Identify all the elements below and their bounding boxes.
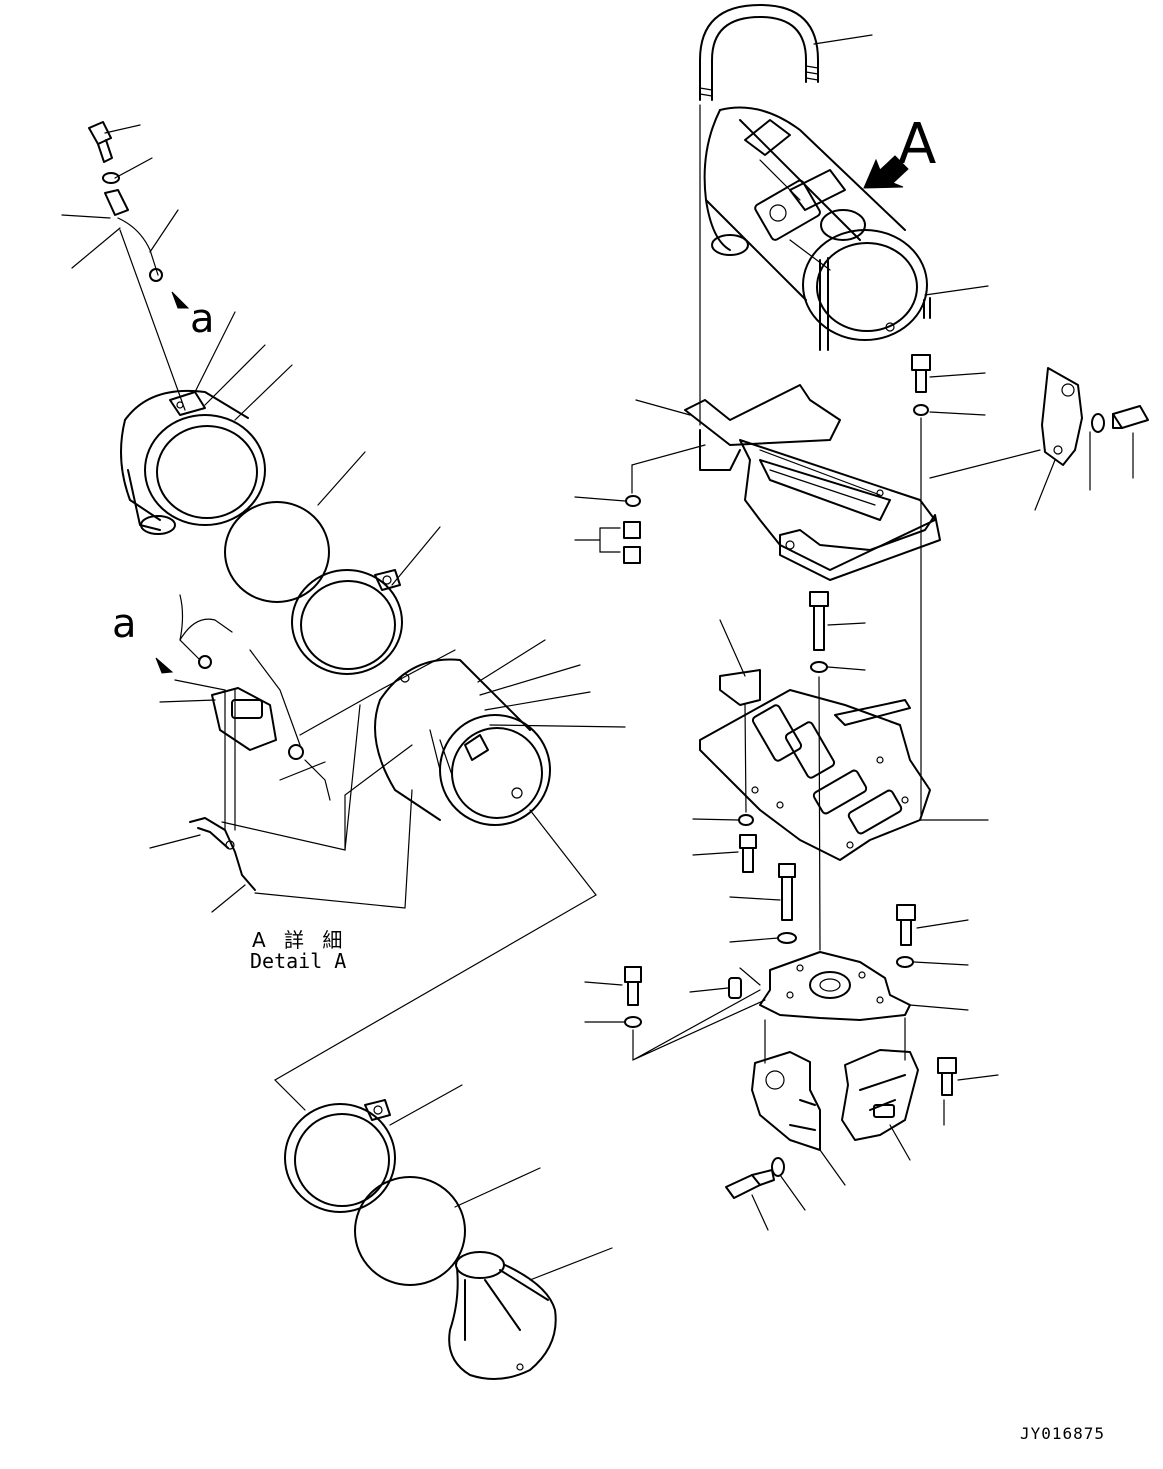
inlet-section-cylinder [120, 389, 266, 535]
filter-section-cylinder [374, 658, 551, 826]
dpf-muffler-assembly [703, 106, 931, 351]
side-plate-bracket [1041, 367, 1149, 466]
outlet-cone [448, 1251, 557, 1380]
hardware-set-middle [738, 591, 829, 944]
view-label-A: A [898, 112, 937, 177]
view-direction-arrow [863, 155, 909, 189]
reference-label-a-lower: a [112, 601, 137, 647]
sensor-control-unit [155, 594, 331, 801]
clamp-band-lower [284, 1099, 396, 1213]
gasket-ring-lower [354, 1176, 466, 1286]
u-bolt [699, 4, 819, 101]
detail-caption-japanese: A 詳 細 [252, 928, 349, 952]
lower-support-brackets [725, 1049, 919, 1199]
gasket-ring-upper [224, 501, 330, 603]
hardware-set-upper [623, 354, 931, 564]
reference-label-a-upper: a [190, 296, 215, 342]
sensor-harness-upper [88, 121, 190, 309]
upper-mounting-bracket [684, 384, 941, 581]
leader-lines [61, 34, 1134, 1281]
sensor-harness-lower [189, 817, 256, 891]
lower-plate [759, 951, 911, 1021]
hardware-set-lower [624, 904, 957, 1096]
drawing-code: JY016875 [1020, 1424, 1106, 1443]
clamp-band-upper [291, 569, 403, 675]
detail-caption-english: Detail A [250, 949, 347, 973]
mounting-plate [699, 669, 931, 861]
